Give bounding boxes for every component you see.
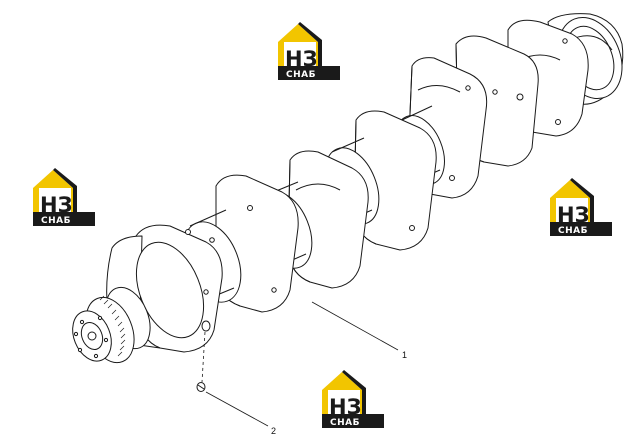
watermark-word: СНАБ: [41, 216, 71, 226]
assembly-line: [201, 331, 206, 383]
watermark-logo-left: НЗ СНАБ: [33, 168, 95, 226]
crankshaft: [72, 13, 624, 364]
callout-2: 2: [271, 426, 276, 436]
watermark-logo-right: НЗ СНАБ: [550, 178, 612, 236]
watermark-mark: НЗ: [40, 193, 73, 217]
watermark-mark: НЗ: [557, 203, 590, 227]
watermark-logo-bottom: НЗ СНАБ: [322, 370, 384, 428]
watermark-word: СНАБ: [286, 70, 316, 80]
leader-line-2: [205, 391, 269, 427]
watermark-logo-top: НЗ СНАБ: [278, 22, 340, 80]
front-snout: [72, 286, 151, 364]
plug-part: [196, 382, 206, 392]
watermark-mark: НЗ: [329, 395, 362, 419]
oil-plug-seat: [201, 320, 211, 332]
leader-line-1: [311, 301, 399, 351]
callout-1: 1: [402, 350, 407, 360]
watermark-word: СНАБ: [558, 226, 588, 236]
watermark-word: СНАБ: [330, 418, 360, 428]
watermark-mark: НЗ: [285, 47, 318, 71]
